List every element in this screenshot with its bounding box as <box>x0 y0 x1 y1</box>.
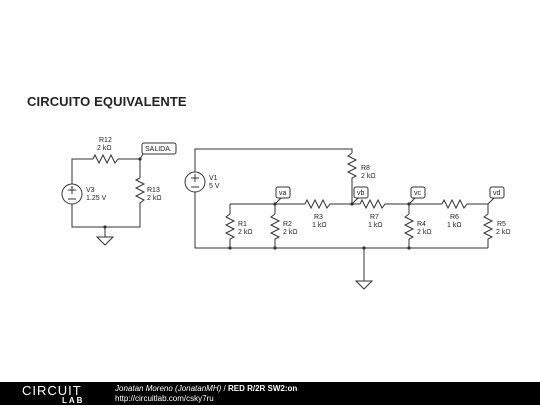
junction-dot <box>407 246 411 250</box>
circuit-url[interactable]: http://circuitlab.com/csky7ru <box>115 394 214 403</box>
page-title: CIRCUITO EQUIVALENTE <box>27 94 187 109</box>
v3-value: 1.25 V <box>86 195 107 202</box>
r7-value: 1 kΩ <box>368 222 383 229</box>
r2-name: R2 <box>283 221 292 228</box>
author-line: Jonatan Moreno (JonatanMH) / RED R/2R SW… <box>115 384 297 393</box>
wire <box>194 192 488 249</box>
junction-dot <box>228 246 232 250</box>
r4-name: R4 <box>417 221 426 228</box>
r3-name: R3 <box>314 214 323 221</box>
r6-name: R6 <box>450 214 459 221</box>
resistor-r3[interactable] <box>304 198 332 210</box>
voltage-source-v3[interactable] <box>61 183 83 205</box>
vd-label: vd <box>493 190 501 197</box>
net-label-va[interactable] <box>275 186 291 199</box>
net-label-salida[interactable] <box>141 142 177 155</box>
circuitlab-logo-lab: LAB <box>62 396 85 405</box>
r6-value: 1 kΩ <box>447 222 462 229</box>
ground-symbol <box>354 280 374 290</box>
v1-name: V1 <box>209 175 218 182</box>
wire <box>71 158 93 184</box>
r1-name: R1 <box>238 221 247 228</box>
r13-value: 2 kΩ <box>147 195 162 202</box>
resistor-r4[interactable] <box>403 213 415 241</box>
resistor-r2[interactable] <box>269 213 281 241</box>
junction-dot <box>350 202 354 206</box>
ground-symbol <box>95 236 115 246</box>
wire <box>487 197 495 205</box>
v3-name: V3 <box>86 187 95 194</box>
r2-value: 2 kΩ <box>283 229 298 236</box>
net-label-vd[interactable] <box>489 186 505 199</box>
v1-value: 5 V <box>209 183 220 190</box>
resistor-r12[interactable] <box>92 153 120 165</box>
junction-dot <box>362 246 366 250</box>
r5-value: 2 kΩ <box>496 229 511 236</box>
separator: / <box>221 384 228 393</box>
r8-name: R8 <box>361 165 370 172</box>
vc-label: vc <box>414 190 422 197</box>
wire <box>469 203 489 214</box>
schematic-canvas: SALIDA. va vb vc vd R12 2 kΩ R13 2 kΩ V3… <box>61 137 511 290</box>
resistor-r1[interactable] <box>224 213 236 241</box>
r4-value: 2 kΩ <box>417 229 432 236</box>
circuitlab-logo[interactable]: CIRCUIT <box>22 383 82 398</box>
r12-name: R12 <box>99 137 112 144</box>
wire <box>120 158 141 178</box>
plus-sign <box>68 186 76 194</box>
resistor-r6[interactable] <box>441 198 469 210</box>
junction-dot <box>273 202 277 206</box>
plus-sign <box>191 174 199 182</box>
resistor-r8[interactable] <box>346 152 358 180</box>
circuit-title: RED R/2R SW2:on <box>227 384 298 393</box>
net-label-vc[interactable] <box>410 186 426 199</box>
resistor-r5[interactable] <box>482 213 494 241</box>
resistor-r13[interactable] <box>134 177 146 205</box>
r3-value: 1 kΩ <box>312 222 327 229</box>
r1-value: 2 kΩ <box>238 229 253 236</box>
junction-dot <box>103 225 107 229</box>
footer-bar <box>0 382 540 405</box>
wire <box>194 148 353 172</box>
salida-label: SALIDA. <box>145 146 172 153</box>
voltage-source-v1[interactable] <box>184 171 206 193</box>
author-name[interactable]: Jonatan Moreno (JonatanMH) <box>115 384 222 393</box>
r5-name: R5 <box>497 221 506 228</box>
junction-dot <box>407 202 411 206</box>
r12-value: 2 kΩ <box>97 145 112 152</box>
wire <box>71 204 141 228</box>
net-label-vb[interactable] <box>353 186 369 199</box>
va-label: va <box>279 190 287 197</box>
junction-dot <box>273 246 277 250</box>
resistor-r7[interactable] <box>359 198 387 210</box>
r7-name: R7 <box>370 214 379 221</box>
r13-name: R13 <box>147 187 160 194</box>
junction-dot <box>138 157 142 161</box>
r8-value: 2 kΩ <box>361 173 376 180</box>
vb-label: vb <box>357 190 365 197</box>
